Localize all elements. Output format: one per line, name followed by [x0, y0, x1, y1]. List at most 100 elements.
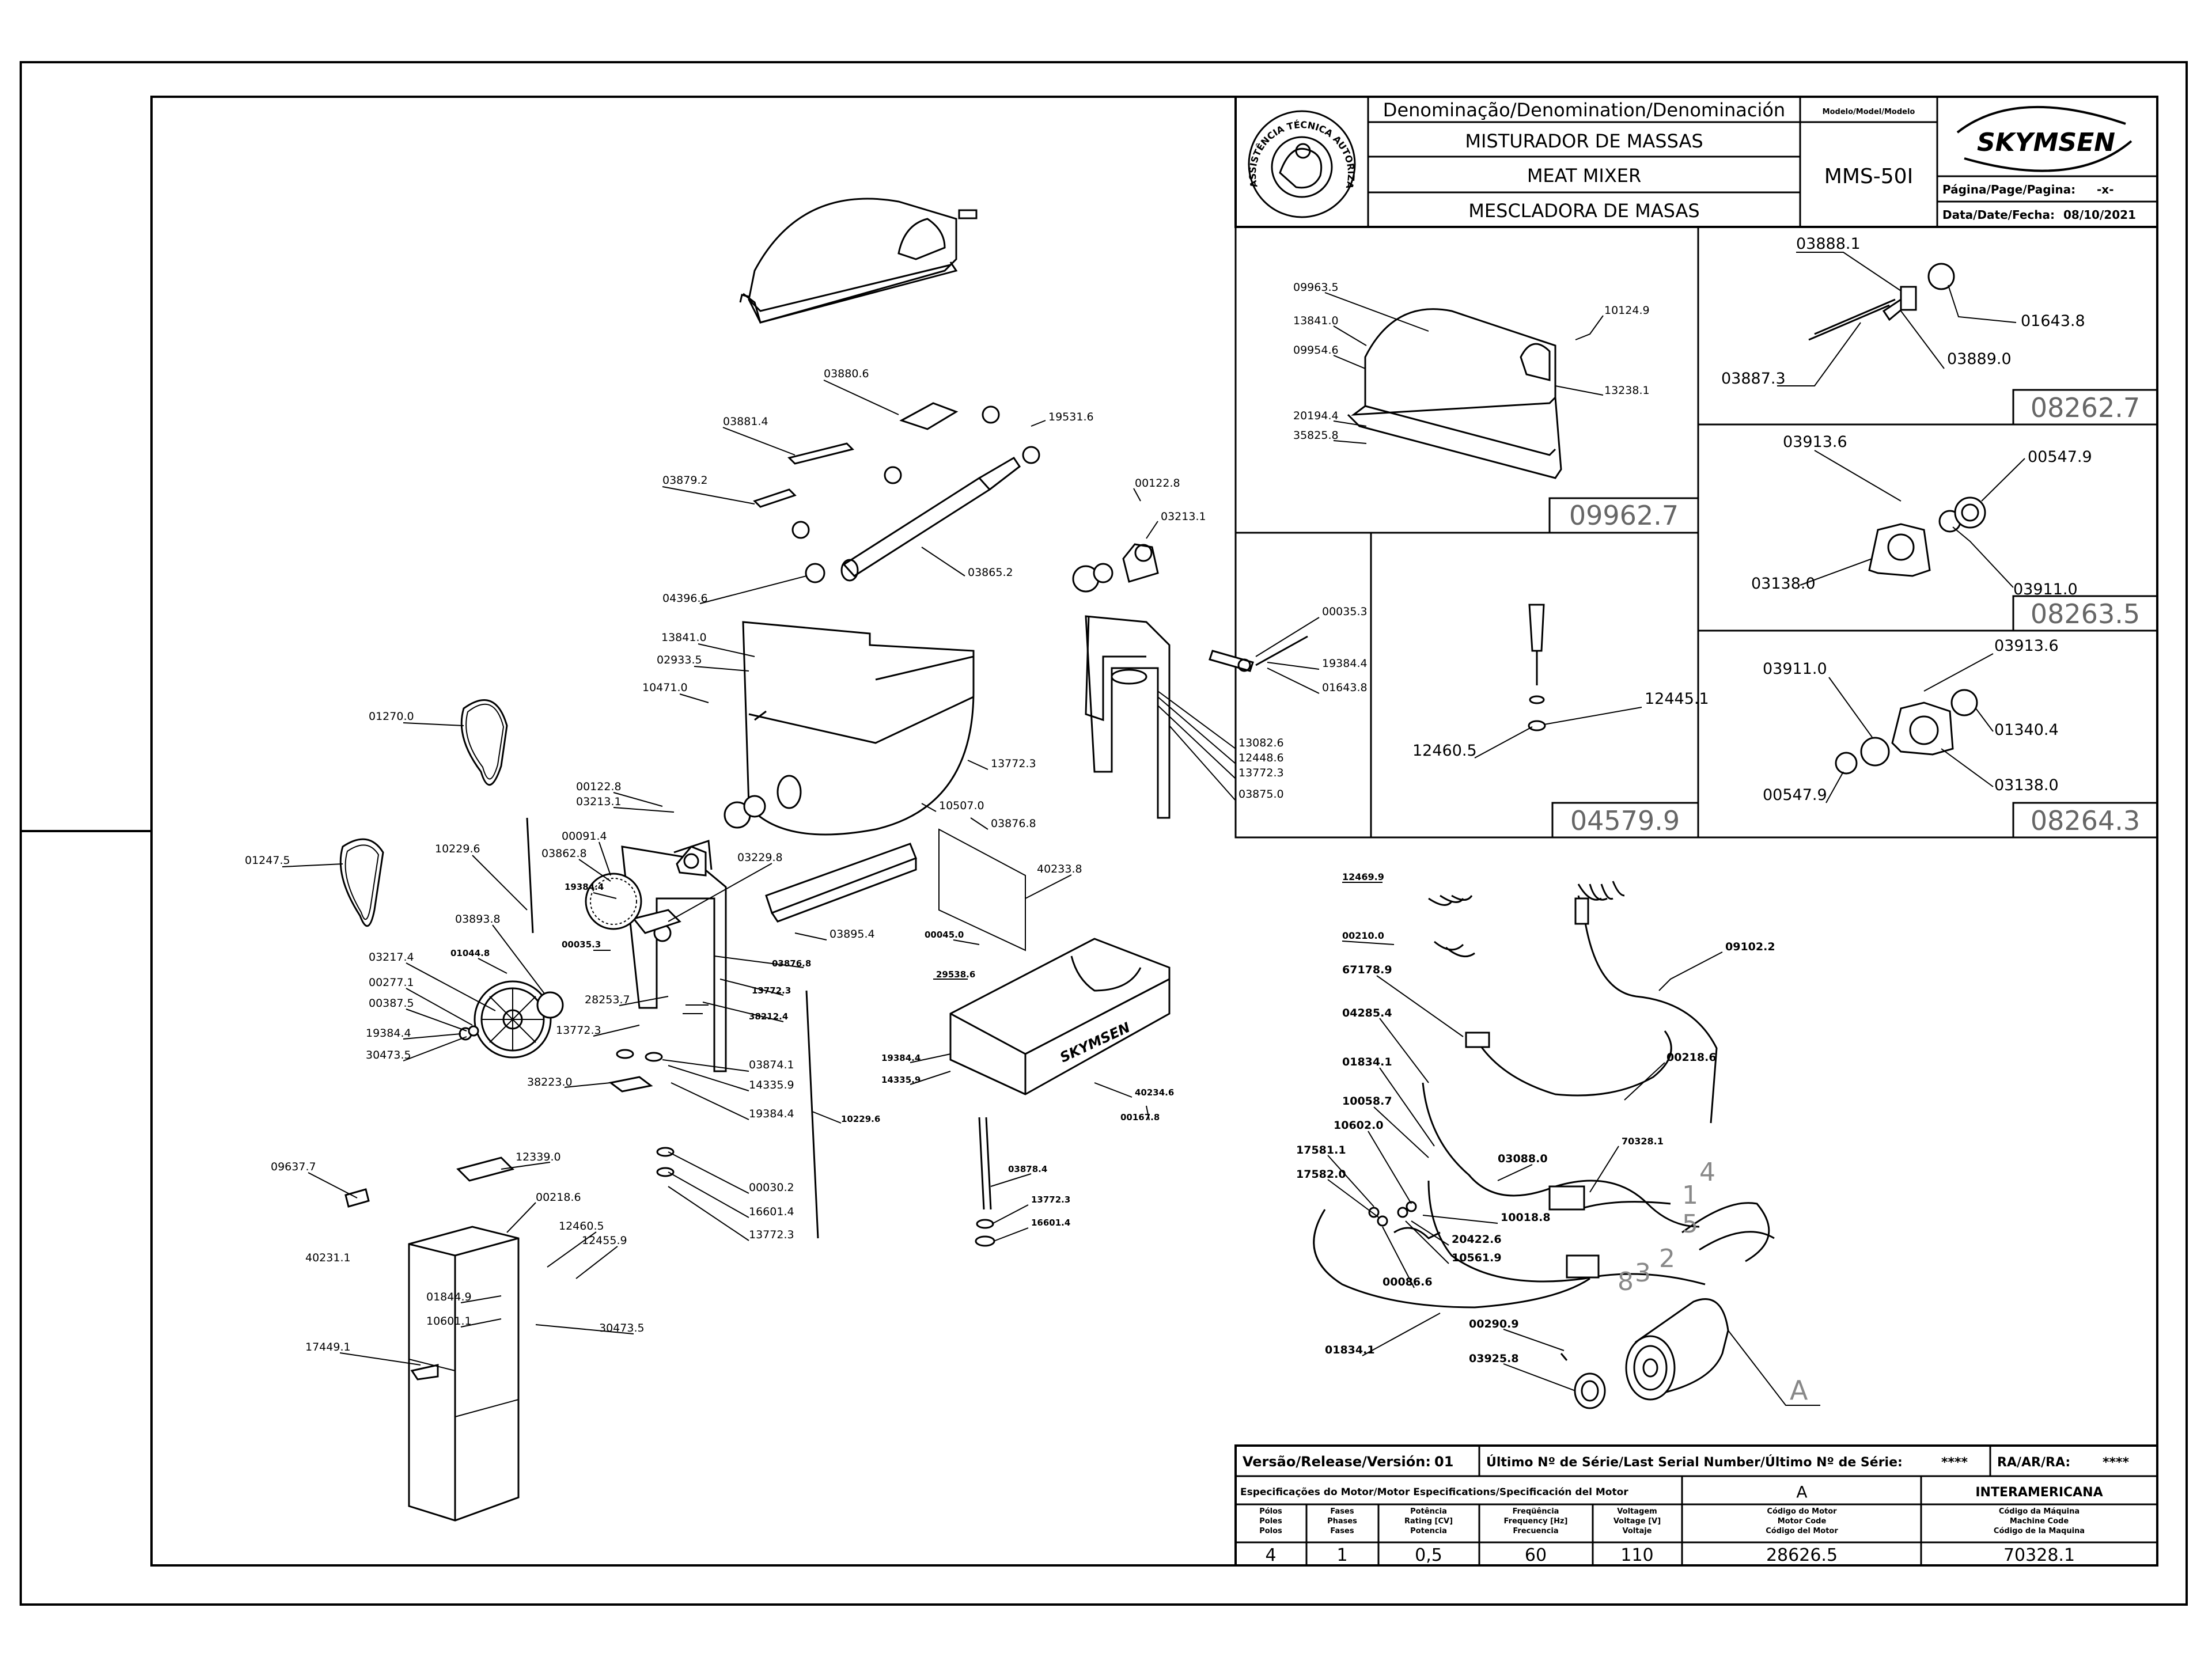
inset-id: 04579.9	[1570, 805, 1680, 836]
elec-label: 67178.9	[1342, 964, 1392, 976]
inset4-label: 12460.5	[1412, 742, 1477, 760]
part-label: 10229.6	[841, 1114, 880, 1124]
inset1-label: 09954.6	[1293, 344, 1339, 357]
authorized-service-seal: ASSISTÊNCIA TÉCNICA AUTORIZADA	[0, 0, 1357, 218]
part-label: 30473.5	[366, 1049, 411, 1061]
part-label: 17449.1	[305, 1341, 351, 1353]
spec-value: 0,5	[1415, 1545, 1442, 1565]
leader-lines	[282, 380, 1320, 1366]
col-header: Pólos	[1259, 1507, 1282, 1516]
col-header: Motor Code	[1778, 1517, 1827, 1526]
inset1-label: 13841.0	[1293, 314, 1339, 327]
inset5-label: 03138.0	[1994, 776, 2059, 794]
wire-number: 1	[1682, 1181, 1698, 1210]
part-label: 00045.0	[925, 930, 964, 940]
name-portuguese: MISTURADOR DE MASSAS	[1465, 130, 1703, 152]
motor-letter: A	[1790, 1375, 1808, 1406]
page-value: -x-	[2097, 183, 2114, 196]
elec-label: 17582.0	[1296, 1168, 1346, 1181]
inset4-label: 12445.1	[1645, 690, 1709, 708]
part-label: 03876.8	[772, 958, 811, 969]
elec-label: 12469.9	[1342, 871, 1384, 882]
part-label: 02933.5	[657, 654, 702, 666]
part-label: 13841.0	[661, 631, 707, 644]
part-label: 00035.3	[562, 939, 601, 950]
model-number: MMS-50I	[1824, 165, 1913, 188]
elec-label: 10018.8	[1501, 1211, 1551, 1224]
part-label: 12460.5	[559, 1220, 604, 1233]
elec-label: 00210.0	[1342, 930, 1384, 941]
part-label: 03876.8	[991, 817, 1036, 830]
part-label: 00122.8	[1135, 477, 1180, 490]
inset-08263-5: 08263.5 03913.6 00547.9 03138.0 03911.0	[1751, 433, 2158, 632]
col-header: Phases	[1327, 1517, 1357, 1526]
part-label: 19384.4	[565, 882, 604, 892]
brand-logo: SKYMSEN	[1956, 105, 2133, 172]
part-label: 03879.2	[662, 474, 708, 487]
col-header: Potencia	[1410, 1527, 1447, 1535]
motor-spec-label: Especificações do Motor/Motor Especifica…	[1240, 1486, 1628, 1498]
elec-label: 04285.4	[1342, 1007, 1392, 1019]
part-label: 29538.6	[936, 969, 975, 980]
name-english: MEAT MIXER	[1527, 165, 1641, 187]
part-label: 03217.4	[369, 951, 414, 964]
inset-08262-7: 08262.7 03888.1 01643.8 03889.0 03887.3	[1721, 235, 2158, 426]
part-label: 40233.8	[1037, 863, 1082, 875]
elec-label: 00086.6	[1382, 1276, 1433, 1288]
part-label: 00091.4	[562, 830, 607, 843]
wire-number: 2	[1659, 1244, 1675, 1273]
col-header: Polos	[1259, 1527, 1282, 1535]
inset5-label: 03913.6	[1994, 637, 2059, 655]
col-header: Poles	[1259, 1517, 1282, 1526]
distributor: INTERAMERICANA	[1975, 1485, 2103, 1500]
col-header: Potência	[1410, 1507, 1447, 1516]
col-header: Código del Motor	[1766, 1527, 1838, 1535]
part-label: 13772.3	[556, 1024, 601, 1037]
part-label: 00122.8	[576, 780, 622, 793]
part-label: 13772.3	[1031, 1194, 1070, 1205]
inset-08264-3: 08264.3 03911.0 03913.6 01340.4 00547.9 …	[1763, 637, 2158, 839]
part-label: 13772.3	[1238, 767, 1284, 779]
wire-number: 5	[1682, 1209, 1698, 1239]
part-label: 03895.4	[830, 928, 875, 941]
wire-number: 3	[1635, 1258, 1651, 1288]
electrical-labels: 12469.9 00210.0 67178.9 04285.4 09102.2 …	[1296, 871, 1775, 1365]
part-label: 40231.1	[305, 1252, 351, 1264]
part-label: 10601.1	[426, 1315, 472, 1328]
part-label: 10471.0	[642, 681, 688, 694]
seal-text: ASSISTÊNCIA TÉCNICA AUTORIZADA	[0, 0, 1357, 190]
wire-number: 4	[1699, 1158, 1715, 1187]
inset2-label: 03888.1	[1796, 235, 1861, 253]
part-label: 03875.0	[1238, 788, 1284, 801]
outer-border	[20, 61, 2188, 1606]
inset-id: 09962.7	[1569, 500, 1679, 531]
inset3-label: 00547.9	[2028, 448, 2092, 466]
elec-label: 70328.1	[1622, 1136, 1664, 1147]
page-label: Página/Page/Pagina:	[1942, 183, 2075, 196]
ra-value: ****	[2103, 1455, 2130, 1470]
elec-label: 00218.6	[1666, 1051, 1717, 1064]
part-label: 28253.7	[585, 993, 630, 1006]
inset-id: 08263.5	[2031, 598, 2140, 629]
part-label: 14335.9	[881, 1075, 921, 1085]
part-label: 13772.3	[991, 757, 1036, 770]
col-header: Código da Máquina	[1999, 1507, 2080, 1516]
col-header: Rating [CV]	[1404, 1517, 1453, 1526]
serial-label: Último Nº de Série/Last Serial Number/Úl…	[1486, 1455, 1903, 1470]
inset3-label: 03911.0	[2013, 581, 2078, 598]
inset3-label: 03913.6	[1783, 433, 1847, 451]
ra-label: RA/AR/RA:	[1997, 1455, 2070, 1470]
part-label: 04396.6	[662, 592, 708, 605]
inset5-label: 00547.9	[1763, 786, 1827, 804]
spec-value: 110	[1620, 1545, 1653, 1565]
elec-label: 10561.9	[1452, 1252, 1502, 1264]
inset2-label: 01643.8	[2021, 312, 2085, 330]
part-label: 19384.4	[366, 1027, 411, 1040]
inset-id: 08264.3	[2031, 805, 2140, 836]
part-label: 13082.6	[1238, 737, 1284, 749]
motor-letter: A	[1796, 1482, 1807, 1501]
part-label: 40234.6	[1135, 1087, 1174, 1098]
part-label: 09637.7	[271, 1161, 316, 1173]
part-label: 10507.0	[939, 799, 984, 812]
elec-label: 20422.6	[1452, 1233, 1502, 1246]
